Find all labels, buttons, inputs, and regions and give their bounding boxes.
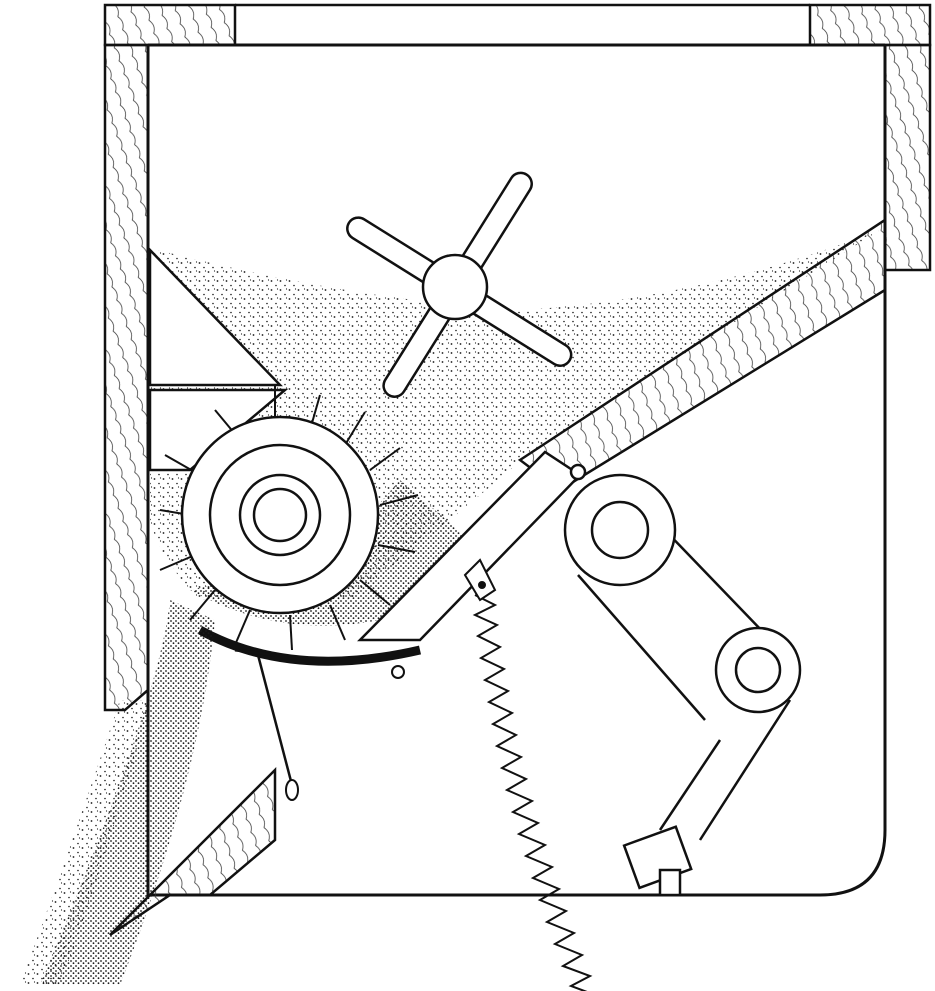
gate-plate [357,450,587,642]
gate-bracket [463,558,497,602]
metering-plate [197,626,422,801]
seed-stream-light [20,700,150,985]
feed-roll [159,385,419,651]
bottom-left-plank [109,766,277,937]
left-wood-plank [103,3,237,712]
agitator-cross [346,171,573,398]
baffle-upper [148,246,283,387]
right-wood-plank [235,3,932,272]
pulley-belt [563,473,802,841]
motor [622,825,693,897]
hopper-box [146,43,887,897]
spring [472,594,593,991]
